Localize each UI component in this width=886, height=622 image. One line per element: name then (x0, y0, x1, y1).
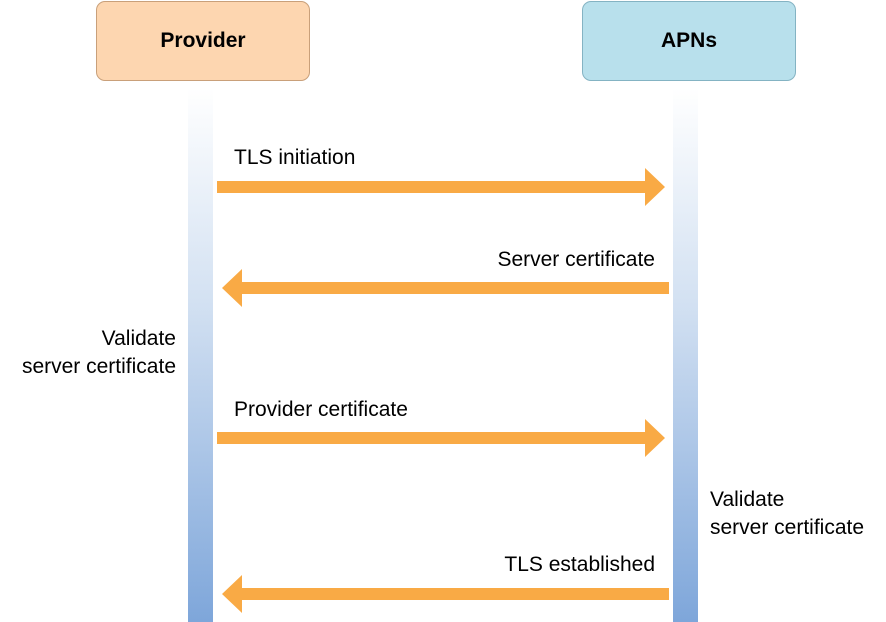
participant-apns-label: APNs (660, 29, 718, 52)
arrow-provider-certificate (217, 419, 665, 457)
participant-provider: Provider (96, 1, 310, 81)
message-label-provider-certificate: Provider certificate (234, 398, 408, 421)
note-provider-line1: Validate (101, 327, 176, 350)
participant-apns: APNs (582, 1, 796, 81)
arrow-tls-established (222, 575, 669, 613)
note-apns-validate: Validate server certificate (710, 486, 864, 542)
note-apns-line2: server certificate (710, 516, 865, 539)
arrow-tls-initiation (217, 168, 665, 206)
lifeline-apns (673, 88, 698, 622)
note-provider-line2: server certificate (21, 355, 176, 378)
message-label-tls-established: TLS established (504, 553, 655, 576)
note-apns-line1: Validate (710, 488, 785, 511)
arrow-server-certificate (222, 269, 669, 307)
message-label-server-certificate: Server certificate (497, 248, 655, 271)
message-label-tls-initiation: TLS initiation (234, 146, 356, 169)
note-provider-validate: Validate server certificate (22, 325, 176, 381)
lifeline-provider (188, 88, 213, 622)
participant-provider-label: Provider (160, 29, 246, 52)
